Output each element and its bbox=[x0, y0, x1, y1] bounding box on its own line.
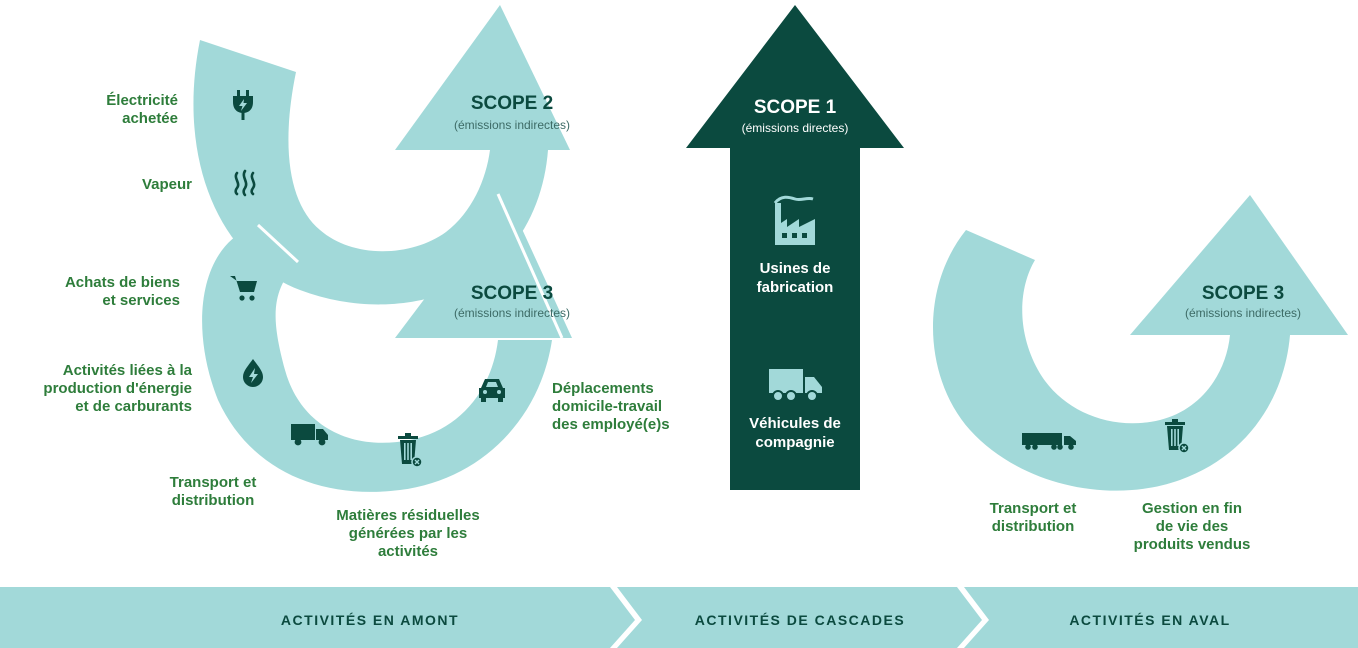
label-steam: Vapeur bbox=[141, 176, 192, 193]
company-truck-icon bbox=[769, 369, 822, 402]
scope1-label-factories: Usines de fabrication bbox=[756, 260, 834, 296]
band-downstream bbox=[964, 587, 1358, 648]
activity-band bbox=[0, 587, 1358, 648]
band-upstream bbox=[0, 587, 635, 648]
band-cascades bbox=[617, 587, 982, 648]
scope1-subtitle: (émissions directes) bbox=[741, 121, 849, 135]
label-transport-upstream: Transport et distribution bbox=[169, 474, 257, 509]
scope1-title: SCOPE 1 bbox=[753, 97, 837, 118]
factory-icon bbox=[773, 195, 815, 245]
car-icon bbox=[479, 379, 505, 402]
plug-icon bbox=[233, 90, 253, 120]
label-electricity: Électricité achetée bbox=[106, 92, 178, 127]
scope3-downstream-subtitle: (émissions indirectes) bbox=[1184, 306, 1302, 320]
fuel-drop-icon bbox=[243, 359, 263, 387]
scope2-arrow bbox=[193, 5, 570, 305]
scope3-downstream-title: SCOPE 3 bbox=[1201, 283, 1285, 304]
label-energy-fuel: Activités liées à la production d'énergi… bbox=[43, 362, 192, 415]
label-transport-downstream: Transport et distribution bbox=[989, 500, 1077, 535]
label-purchases: Achats de biens et services bbox=[64, 274, 180, 309]
steam-icon bbox=[234, 169, 256, 197]
scope2-title: SCOPE 2 bbox=[470, 93, 554, 114]
waste-bin-icon-downstream bbox=[1165, 419, 1190, 454]
label-end-of-life: Gestion en fin de vie des produits vendu… bbox=[1133, 500, 1251, 553]
band-label-downstream: ACTIVITÉS EN AVAL bbox=[1069, 612, 1231, 628]
scope3-upstream-title: SCOPE 3 bbox=[470, 283, 554, 304]
band-label-upstream: ACTIVITÉS EN AMONT bbox=[280, 612, 460, 628]
scope2-subtitle: (émissions indirectes) bbox=[453, 118, 571, 132]
scope1-label-vehicles: Véhicules de compagnie bbox=[749, 415, 841, 451]
scope3-upstream-arrow bbox=[202, 192, 572, 492]
cart-icon bbox=[230, 276, 257, 301]
band-label-cascades: ACTIVITÉS DE CASCADES bbox=[694, 612, 906, 628]
truck-icon bbox=[291, 424, 328, 446]
scope3-upstream-subtitle: (émissions indirectes) bbox=[453, 306, 571, 320]
waste-bin-icon bbox=[398, 433, 423, 468]
scope3-downstream-arrow bbox=[933, 195, 1348, 491]
label-waste-upstream: Matières résiduelles générées par les ac… bbox=[336, 507, 480, 560]
label-commuting: Déplacements domicile-travail des employ… bbox=[552, 380, 670, 433]
semi-truck-icon bbox=[1022, 433, 1076, 450]
scope1-arrow bbox=[686, 5, 904, 490]
